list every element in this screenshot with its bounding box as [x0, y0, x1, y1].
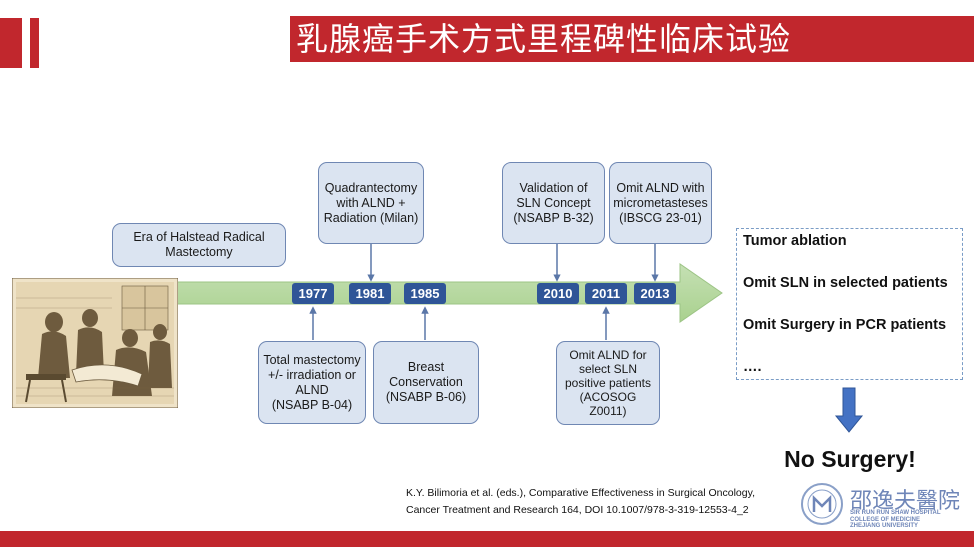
box-halstead-era: Era of Halstead Radical Mastectomy [112, 223, 286, 267]
title-band [290, 16, 974, 62]
header-accent-bar-thin [30, 18, 39, 68]
box-nsabp-b06: Breast Conservation (NSABP B-06) [373, 341, 479, 424]
hospital-subtitle: SIR RUN RUN SHAW HOSPITAL COLLEGE OF MED… [850, 510, 941, 529]
outcome-item: Omit SLN in selected patients [743, 275, 948, 291]
down-arrow-icon [834, 387, 864, 433]
box-acosog-z0011: Omit ALND for select SLN positive patien… [556, 341, 660, 425]
box-milan-quadrantectomy: Quadrantectomy with ALND + Radiation (Mi… [318, 162, 424, 244]
outcome-item: Tumor ablation [743, 233, 847, 249]
year-1985: 1985 [404, 283, 446, 304]
footer-accent-bar [0, 531, 974, 547]
conclusion-text: No Surgery! [784, 446, 916, 472]
box-ibscg-23-01: Omit ALND with micrometasteses (IBSCG 23… [609, 162, 712, 244]
year-1981: 1981 [349, 283, 391, 304]
citation: K.Y. Bilimoria et al. (eds.), Comparativ… [406, 487, 755, 516]
outcomes-box: Tumor ablation Omit SLN in selected pati… [736, 228, 963, 380]
timeline-arrow [169, 263, 723, 323]
hospital-name: 邵逸夫醫院 [850, 489, 961, 514]
hospital-logo: 邵逸夫醫院 SIR RUN RUN SHAW HOSPITAL COLLEGE … [792, 480, 972, 530]
year-2011: 2011 [585, 283, 627, 304]
year-2010: 2010 [537, 283, 579, 304]
hospital-emblem-icon [801, 483, 843, 525]
box-nsabp-b32: Validation of SLN Concept (NSABP B-32) [502, 162, 605, 244]
slide-title: 乳腺癌手术方式里程碑性临床试验 [296, 20, 792, 58]
outcome-item: …. [743, 359, 762, 375]
year-1977: 1977 [292, 283, 334, 304]
box-nsabp-b04: Total mastectomy +/- irradiation or ALND… [258, 341, 366, 424]
outcome-item: Omit Surgery in PCR patients [743, 317, 947, 333]
year-2013: 2013 [634, 283, 676, 304]
historical-surgery-etching [12, 278, 178, 408]
header-accent-bar [0, 18, 22, 68]
